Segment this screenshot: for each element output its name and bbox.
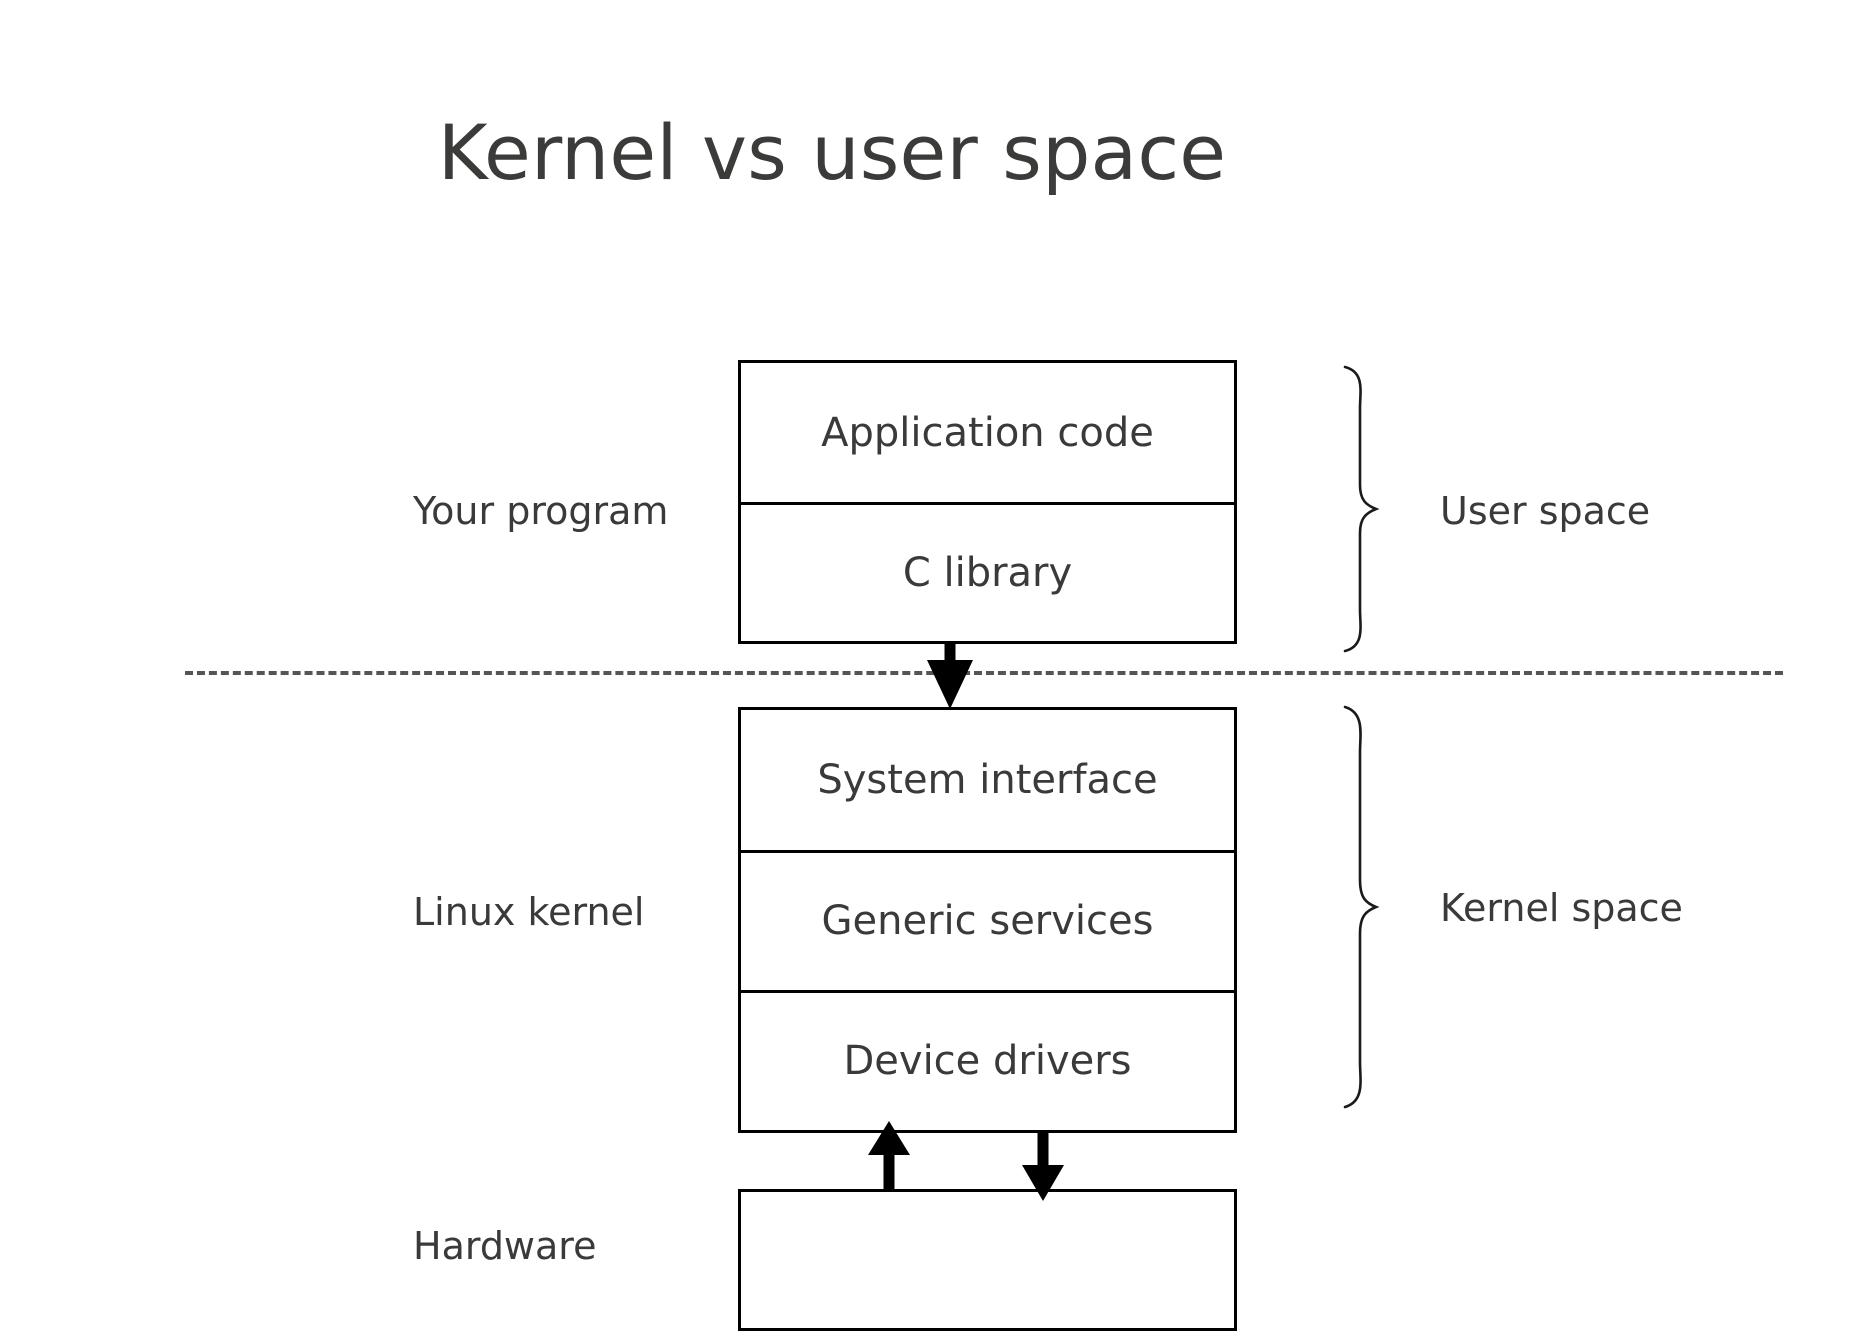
layer-c-library: C library [741, 502, 1234, 641]
layer-hardware [741, 1192, 1234, 1328]
layer-generic-services: Generic services [741, 849, 1234, 990]
layer-system-interface: System interface [741, 710, 1234, 850]
syscall-arrow-icon [927, 641, 973, 709]
user-kernel-boundary-divider [185, 671, 1783, 675]
hardware-box [738, 1189, 1237, 1331]
group-label-linux-kernel: Linux kernel [413, 890, 645, 934]
group-label-hardware: Hardware [413, 1224, 597, 1268]
kernel-space-brace-icon [1343, 705, 1380, 1109]
page-title: Kernel vs user space [437, 108, 1227, 197]
kernel-space-stack: System interface Generic services Device… [738, 707, 1237, 1133]
brace-label-user-space: User space [1440, 489, 1651, 533]
user-space-stack: Application code C library [738, 360, 1237, 644]
group-label-your-program: Your program [413, 489, 669, 533]
user-space-brace-icon [1343, 365, 1380, 653]
brace-label-kernel-space: Kernel space [1440, 886, 1683, 930]
layer-device-drivers: Device drivers [741, 989, 1234, 1130]
layer-application-code: Application code [741, 363, 1234, 502]
